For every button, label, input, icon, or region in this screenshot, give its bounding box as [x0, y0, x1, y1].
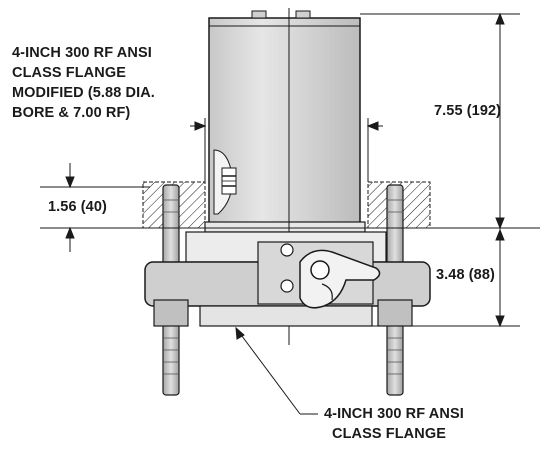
- bottom-flange-label-line2: CLASS FLANGE: [332, 426, 446, 442]
- top-flange-label-line1: 4-INCH 300 RF ANSI: [12, 45, 152, 61]
- bottom-flange-leader: [235, 326, 318, 415]
- dimension-flange-thickness: 1.56 (40): [48, 199, 107, 215]
- valve-cylinder: [204, 10, 366, 233]
- lower-flange-assembly: [144, 231, 431, 327]
- dimension-lines: [40, 12, 540, 328]
- top-flange-label-line3: MODIFIED (5.88 DIA.: [12, 85, 155, 101]
- top-flange-label-line2: CLASS FLANGE: [12, 65, 126, 81]
- dimension-height-upper: 7.55 (192): [434, 103, 502, 119]
- bottom-flange-label-line1: 4-INCH 300 RF ANSI: [324, 406, 464, 422]
- top-flange-label-line4: BORE & 7.00 RF): [12, 105, 131, 121]
- dimension-height-lower: 3.48 (88): [436, 267, 495, 283]
